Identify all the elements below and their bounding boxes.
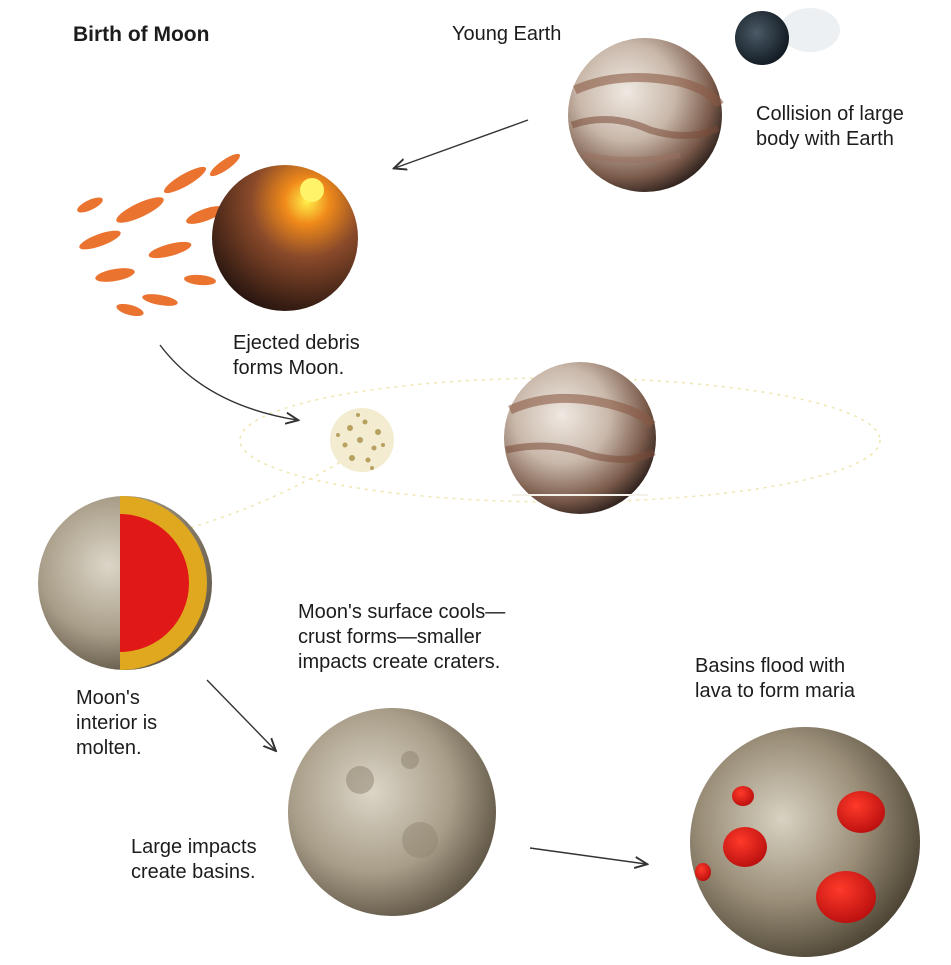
arrow-molten-to-cratered [207, 680, 275, 750]
label-basins-flood: Basins flood with lava to form maria [695, 654, 855, 704]
label-ejected-debris: Ejected debris forms Moon. [233, 331, 360, 381]
cratered-moon [288, 708, 496, 916]
diagram-title: Birth of Moon [73, 22, 209, 47]
earth-after-impact [504, 362, 656, 514]
label-large-impacts: Large impacts create basins. [131, 835, 257, 885]
molten-moon-cutaway [38, 496, 212, 670]
collision-planet [75, 151, 358, 319]
young-earth [568, 38, 722, 192]
label-young-earth: Young Earth [452, 22, 561, 47]
maria-moon [690, 727, 920, 957]
impactor-body [735, 8, 840, 65]
arrow-earth-to-collision [395, 120, 528, 168]
arrow-cratered-to-maria [530, 848, 646, 864]
debris-cloud [330, 408, 394, 472]
label-moon-interior: Moon's interior is molten. [76, 686, 157, 761]
label-collision: Collision of large body with Earth [756, 102, 904, 152]
label-surface-cools: Moon's surface cools— crust forms—smalle… [298, 600, 505, 675]
